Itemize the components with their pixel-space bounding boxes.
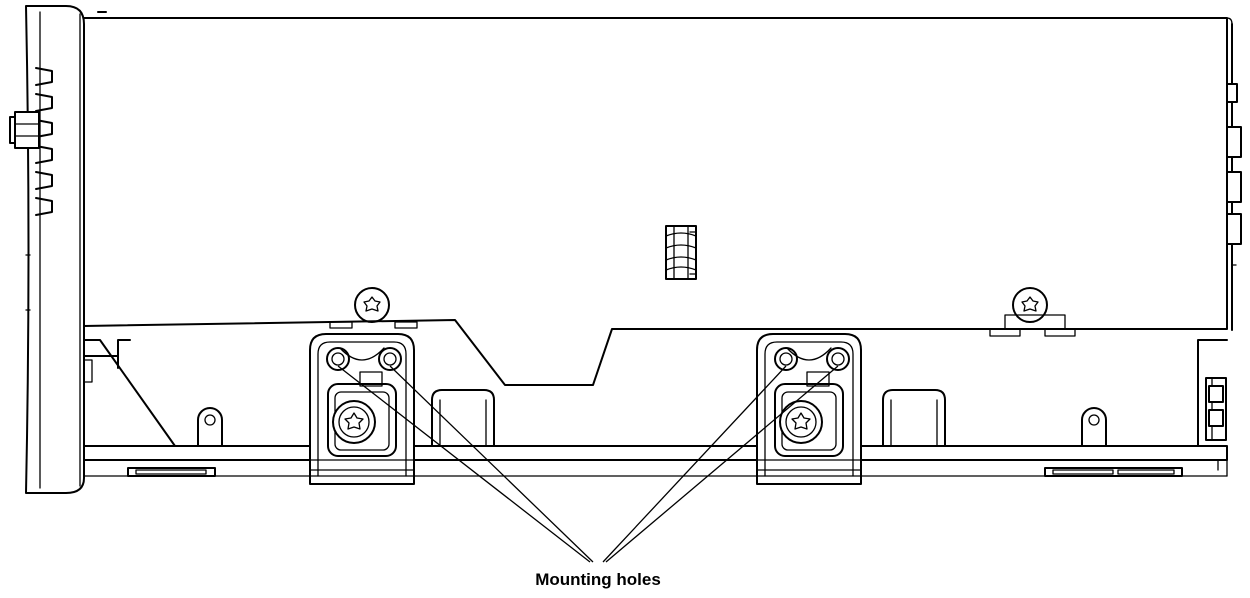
rear-connectors <box>1226 83 1242 266</box>
rail-hole-left <box>197 407 223 447</box>
front-bezel <box>9 5 107 494</box>
bezel-latch <box>9 111 40 149</box>
center-connector <box>665 225 697 280</box>
rail-ribs <box>431 389 946 447</box>
housing-tabs <box>329 314 1076 337</box>
callout-leader-lines <box>337 365 839 563</box>
mounting-bracket-right <box>756 333 862 485</box>
mounting-hole-icon <box>326 347 350 371</box>
mounting-hole-icon <box>378 347 402 371</box>
mounting-hole-icon <box>826 347 850 371</box>
torx-screw-icon <box>332 400 376 444</box>
mounting-rail <box>83 339 1228 477</box>
rail-feet <box>127 467 1183 477</box>
callout-label: Mounting holes <box>535 570 661 589</box>
torx-screw-icon <box>354 287 390 323</box>
mounting-hole-icon <box>774 347 798 371</box>
torx-screw-icon <box>1012 287 1048 323</box>
mounting-bracket-left <box>309 333 415 485</box>
device-housing <box>83 17 1233 386</box>
rail-hole-right <box>1081 407 1107 447</box>
bezel-vent-slots <box>35 67 53 216</box>
torx-screw-icon <box>779 400 823 444</box>
